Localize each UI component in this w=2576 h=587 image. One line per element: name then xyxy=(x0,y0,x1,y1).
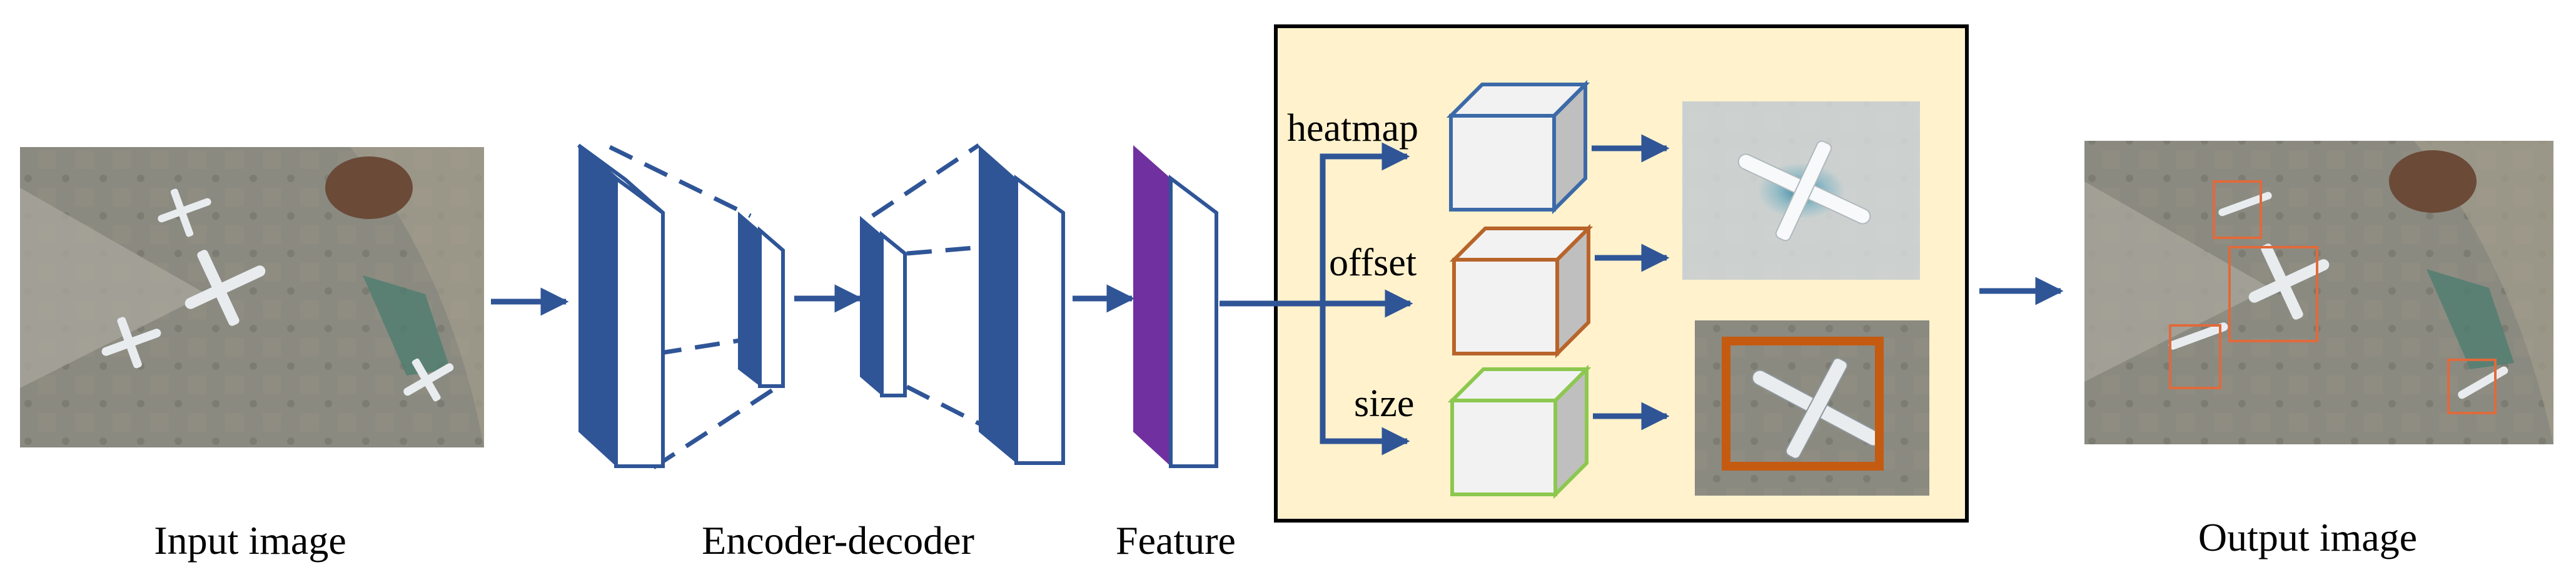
input-airplane-icon xyxy=(101,317,161,369)
input-image xyxy=(20,147,484,447)
output-image-label: Output image xyxy=(2198,515,2417,559)
decoder-block-large xyxy=(979,145,1065,465)
encoder-block-small xyxy=(738,212,785,388)
detection-box xyxy=(1722,337,1884,471)
encoder-decoder-label: Encoder-decoder xyxy=(702,518,974,563)
input-airplane-icon xyxy=(403,358,454,402)
offset-head: offset xyxy=(1329,223,1670,359)
input-image-label: Input image xyxy=(154,518,346,563)
input-airplane-icon xyxy=(158,188,211,237)
size-output-image xyxy=(1695,320,1929,496)
offset-label: offset xyxy=(1329,242,1417,284)
heatmap-output-image xyxy=(1682,101,1920,280)
encoder-block-large xyxy=(577,143,665,468)
branch-arrows xyxy=(1220,142,1413,456)
output-detection-boxes xyxy=(2169,180,2497,414)
size-cube xyxy=(1447,364,1592,499)
input-airplane-icon xyxy=(184,250,266,326)
heatmap-head: heatmap xyxy=(1287,79,1920,280)
heatmap-label: heatmap xyxy=(1287,107,1418,150)
feature-block xyxy=(1133,145,1218,468)
size-head: size xyxy=(1354,320,1929,499)
heatmap-airplane-icon xyxy=(1737,140,1871,242)
heatmap-cube xyxy=(1446,79,1590,215)
encoder-decoder xyxy=(577,143,1065,469)
feature-label: Feature xyxy=(1116,518,1236,563)
output-image xyxy=(2084,141,2553,444)
decoder-block-small xyxy=(860,216,907,397)
offset-cube xyxy=(1449,223,1594,359)
size-label: size xyxy=(1354,382,1414,425)
